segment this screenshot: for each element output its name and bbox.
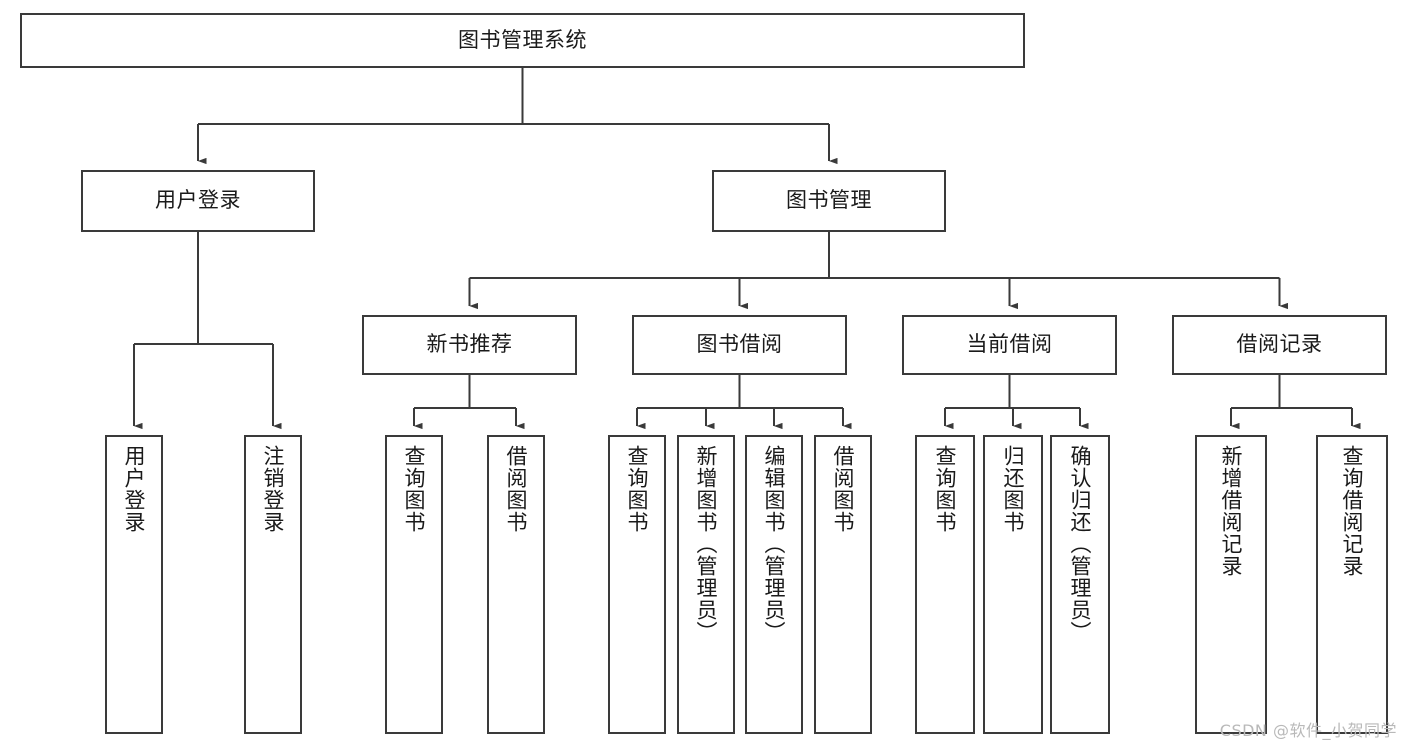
node-label: 图书管理 — [786, 188, 872, 213]
node-leaf13[interactable]: 查询借阅记录 — [1316, 435, 1388, 734]
node-leaf8[interactable]: 借阅图书 — [814, 435, 872, 734]
node-label: 新书推荐 — [426, 332, 513, 357]
node-leaf10[interactable]: 归还图书 — [983, 435, 1043, 734]
node-leaf5[interactable]: 查询图书 — [608, 435, 666, 734]
node-label: 借阅图书 — [504, 445, 529, 533]
node-label: 查询借阅记录 — [1340, 445, 1365, 577]
node-bookmgmt[interactable]: 图书管理 — [712, 170, 946, 232]
node-label: 查询图书 — [625, 445, 650, 533]
node-leaf6[interactable]: 新增图书（管理员） — [677, 435, 735, 734]
watermark-text: CSDN @软件_小贺同学 — [1219, 721, 1397, 740]
node-leaf1[interactable]: 用户登录 — [105, 435, 163, 734]
node-label: 图书借阅 — [696, 332, 783, 357]
node-label: 图书管理系统 — [458, 27, 587, 52]
node-leaf3[interactable]: 查询图书 — [385, 435, 443, 734]
node-root[interactable]: 图书管理系统 — [20, 13, 1025, 68]
node-current[interactable]: 当前借阅 — [902, 315, 1117, 375]
node-leaf4[interactable]: 借阅图书 — [487, 435, 545, 734]
node-leaf12[interactable]: 新增借阅记录 — [1195, 435, 1267, 734]
node-label: 注销登录 — [261, 445, 286, 533]
node-records[interactable]: 借阅记录 — [1172, 315, 1387, 375]
node-label: 借阅记录 — [1236, 332, 1323, 357]
node-borrow[interactable]: 图书借阅 — [632, 315, 847, 375]
node-label: 当前借阅 — [966, 332, 1053, 357]
node-label: 编辑图书（管理员） — [762, 445, 787, 643]
node-label: 新增借阅记录 — [1219, 445, 1244, 577]
node-newbook[interactable]: 新书推荐 — [362, 315, 577, 375]
node-label: 查询图书 — [402, 445, 427, 533]
node-label: 确认归还（管理员） — [1068, 445, 1093, 643]
node-label: 用户登录 — [122, 445, 147, 533]
node-leaf9[interactable]: 查询图书 — [915, 435, 975, 734]
node-leaf11[interactable]: 确认归还（管理员） — [1050, 435, 1110, 734]
node-label: 查询图书 — [933, 445, 958, 533]
node-label: 借阅图书 — [831, 445, 856, 533]
node-login[interactable]: 用户登录 — [81, 170, 315, 232]
node-label: 归还图书 — [1001, 445, 1026, 533]
node-label: 新增图书（管理员） — [694, 445, 719, 643]
node-leaf7[interactable]: 编辑图书（管理员） — [745, 435, 803, 734]
node-label: 用户登录 — [155, 188, 241, 213]
node-leaf2[interactable]: 注销登录 — [244, 435, 302, 734]
